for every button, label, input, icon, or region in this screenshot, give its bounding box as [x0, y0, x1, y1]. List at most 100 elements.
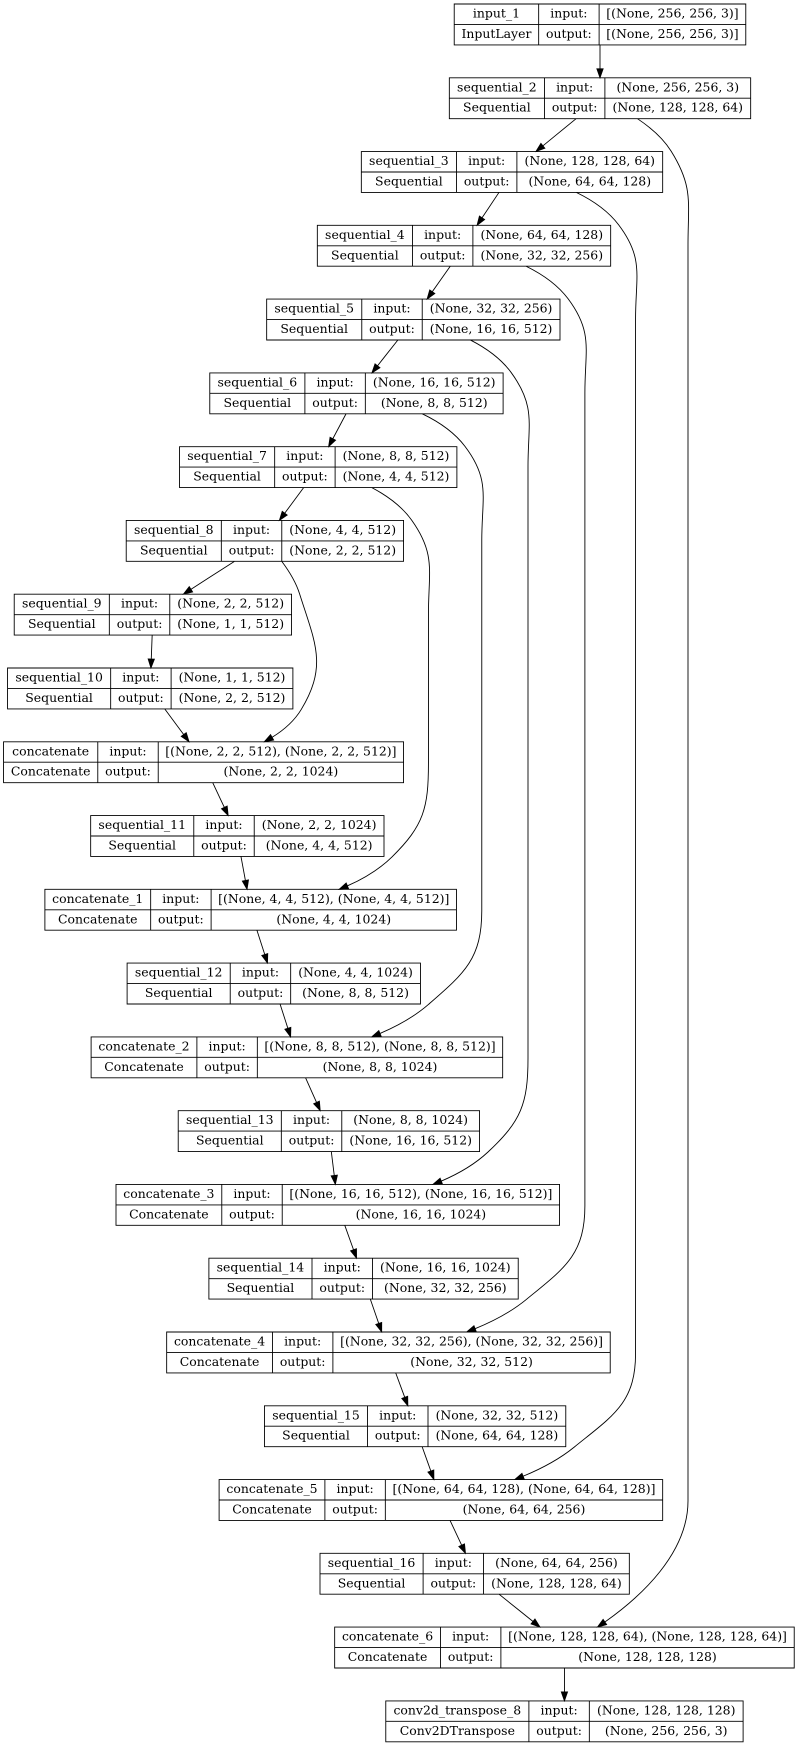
svg-text:(None, 128, 128, 64): (None, 128, 128, 64): [491, 1575, 622, 1590]
svg-text:input:: input:: [162, 891, 199, 906]
svg-text:output:: output:: [289, 1133, 335, 1148]
svg-text:(None, 1, 1, 512): (None, 1, 1, 512): [179, 670, 286, 685]
svg-text:(None, 4, 4, 512): (None, 4, 4, 512): [343, 469, 450, 484]
svg-text:(None, 2, 2, 512): (None, 2, 2, 512): [177, 596, 284, 611]
svg-text:input:: input:: [109, 743, 146, 758]
svg-text:(None, 8, 8, 1024): (None, 8, 8, 1024): [323, 1059, 438, 1074]
svg-text:concatenate_5: concatenate_5: [226, 1481, 317, 1496]
svg-text:input:: input:: [209, 1038, 246, 1053]
svg-text:Sequential: Sequential: [227, 1280, 295, 1295]
svg-text:(None, 64, 64, 128): (None, 64, 64, 128): [480, 227, 603, 242]
svg-text:(None, 64, 64, 128): (None, 64, 64, 128): [436, 1428, 559, 1443]
svg-text:[(None, 256, 256, 3)]: [(None, 256, 256, 3)]: [606, 6, 738, 21]
svg-text:(None, 32, 32, 256): (None, 32, 32, 256): [480, 247, 603, 262]
svg-text:(None, 128, 128, 64): (None, 128, 128, 64): [525, 153, 656, 168]
svg-text:sequential_11: sequential_11: [98, 817, 186, 832]
svg-text:sequential_14: sequential_14: [217, 1260, 305, 1275]
svg-text:input:: input:: [233, 1186, 270, 1201]
svg-text:(None, 32, 32, 512): (None, 32, 32, 512): [436, 1407, 559, 1422]
svg-text:sequential_7: sequential_7: [187, 448, 267, 463]
svg-text:(None, 4, 4, 1024): (None, 4, 4, 1024): [276, 911, 391, 926]
svg-text:(None, 32, 32, 256): (None, 32, 32, 256): [430, 301, 553, 316]
svg-text:input:: input:: [424, 227, 461, 242]
svg-text:(None, 16, 16, 1024): (None, 16, 16, 1024): [356, 1206, 487, 1221]
svg-text:Sequential: Sequential: [140, 542, 208, 557]
svg-text:concatenate: concatenate: [12, 743, 89, 758]
svg-text:(None, 16, 16, 512): (None, 16, 16, 512): [430, 321, 553, 336]
svg-text:Sequential: Sequential: [338, 1575, 406, 1590]
svg-text:(None, 128, 128, 64): (None, 128, 128, 64): [613, 100, 744, 115]
svg-text:conv2d_transpose_8: conv2d_transpose_8: [393, 1702, 521, 1717]
svg-text:input_1: input_1: [473, 6, 520, 21]
svg-text:Sequential: Sequential: [331, 247, 399, 262]
svg-text:[(None, 128, 128, 64), (None,: [(None, 128, 128, 64), (None, 128, 128, …: [508, 1629, 787, 1644]
svg-text:input:: input:: [121, 596, 158, 611]
svg-text:(None, 4, 4, 512): (None, 4, 4, 512): [266, 838, 373, 853]
svg-text:output:: output:: [420, 247, 466, 262]
svg-text:input:: input:: [205, 817, 242, 832]
svg-text:input:: input:: [550, 6, 587, 21]
svg-text:Concatenate: Concatenate: [11, 764, 91, 779]
svg-text:output:: output:: [118, 690, 164, 705]
svg-text:output:: output:: [312, 395, 358, 410]
svg-text:output:: output:: [369, 321, 415, 336]
svg-text:output:: output:: [332, 1502, 378, 1517]
svg-text:output:: output:: [448, 1649, 494, 1664]
svg-text:input:: input:: [317, 374, 354, 389]
svg-text:(None, 2, 2, 1024): (None, 2, 2, 1024): [224, 764, 339, 779]
svg-text:(None, 8, 8, 512): (None, 8, 8, 512): [381, 395, 488, 410]
svg-text:(None, 64, 64, 256): (None, 64, 64, 256): [463, 1502, 586, 1517]
svg-text:(None, 64, 64, 128): (None, 64, 64, 128): [528, 174, 651, 189]
svg-text:sequential_3: sequential_3: [369, 153, 449, 168]
svg-text:(None, 128, 128, 128): (None, 128, 128, 128): [578, 1649, 716, 1664]
svg-text:input:: input:: [286, 448, 323, 463]
svg-text:[(None, 64, 64, 128), (None, 6: [(None, 64, 64, 128), (None, 64, 64, 128…: [393, 1481, 656, 1496]
svg-text:output:: output:: [546, 26, 592, 41]
svg-text:sequential_2: sequential_2: [457, 79, 537, 94]
svg-text:output:: output:: [158, 911, 204, 926]
svg-text:sequential_12: sequential_12: [135, 965, 223, 980]
svg-text:Conv2DTranspose: Conv2DTranspose: [400, 1723, 515, 1738]
svg-text:(None, 64, 64, 256): (None, 64, 64, 256): [495, 1555, 618, 1570]
svg-text:Concatenate: Concatenate: [180, 1354, 260, 1369]
svg-text:sequential_16: sequential_16: [328, 1555, 416, 1570]
svg-text:input:: input:: [233, 522, 270, 537]
svg-text:output:: output:: [280, 1354, 326, 1369]
svg-text:(None, 2, 2, 512): (None, 2, 2, 512): [289, 542, 396, 557]
svg-text:sequential_9: sequential_9: [22, 596, 102, 611]
svg-text:[(None, 16, 16, 512), (None, 1: [(None, 16, 16, 512), (None, 16, 16, 512…: [289, 1186, 552, 1201]
svg-text:output:: output:: [201, 838, 247, 853]
svg-text:Concatenate: Concatenate: [58, 911, 138, 926]
svg-text:Sequential: Sequential: [108, 838, 176, 853]
svg-text:input:: input:: [452, 1629, 489, 1644]
svg-text:input:: input:: [468, 153, 505, 168]
svg-text:[(None, 256, 256, 3)]: [(None, 256, 256, 3)]: [606, 26, 738, 41]
svg-text:sequential_15: sequential_15: [272, 1407, 360, 1422]
svg-text:[(None, 8, 8, 512), (None, 8,: [(None, 8, 8, 512), (None, 8, 8, 512)]: [264, 1038, 495, 1053]
svg-text:Concatenate: Concatenate: [348, 1649, 428, 1664]
svg-text:Concatenate: Concatenate: [104, 1059, 184, 1074]
svg-text:Sequential: Sequential: [282, 1428, 350, 1443]
svg-text:(None, 256, 256, 3): (None, 256, 256, 3): [605, 1723, 728, 1738]
svg-text:(None, 1, 1, 512): (None, 1, 1, 512): [177, 616, 284, 631]
svg-text:(None, 16, 16, 1024): (None, 16, 16, 1024): [380, 1260, 511, 1275]
svg-text:output:: output:: [319, 1280, 365, 1295]
svg-text:[(None, 4, 4, 512), (None, 4,: [(None, 4, 4, 512), (None, 4, 4, 512)]: [218, 891, 449, 906]
svg-text:(None, 256, 256, 3): (None, 256, 256, 3): [616, 79, 739, 94]
svg-text:concatenate_6: concatenate_6: [342, 1629, 433, 1644]
svg-text:input:: input:: [435, 1555, 472, 1570]
svg-text:InputLayer: InputLayer: [461, 26, 531, 41]
svg-text:(None, 32, 32, 256): (None, 32, 32, 256): [384, 1280, 507, 1295]
svg-text:Sequential: Sequential: [28, 616, 96, 631]
svg-text:Concatenate: Concatenate: [129, 1206, 209, 1221]
svg-text:(None, 2, 2, 1024): (None, 2, 2, 1024): [262, 817, 377, 832]
svg-text:(None, 8, 8, 1024): (None, 8, 8, 1024): [353, 1112, 468, 1127]
svg-text:sequential_10: sequential_10: [15, 670, 103, 685]
svg-text:input:: input:: [556, 79, 593, 94]
svg-text:concatenate_4: concatenate_4: [174, 1334, 265, 1349]
svg-text:output:: output:: [430, 1575, 476, 1590]
svg-text:(None, 16, 16, 512): (None, 16, 16, 512): [373, 374, 496, 389]
svg-text:output:: output:: [229, 542, 275, 557]
svg-text:output:: output:: [552, 100, 598, 115]
svg-text:Sequential: Sequential: [196, 1133, 264, 1148]
